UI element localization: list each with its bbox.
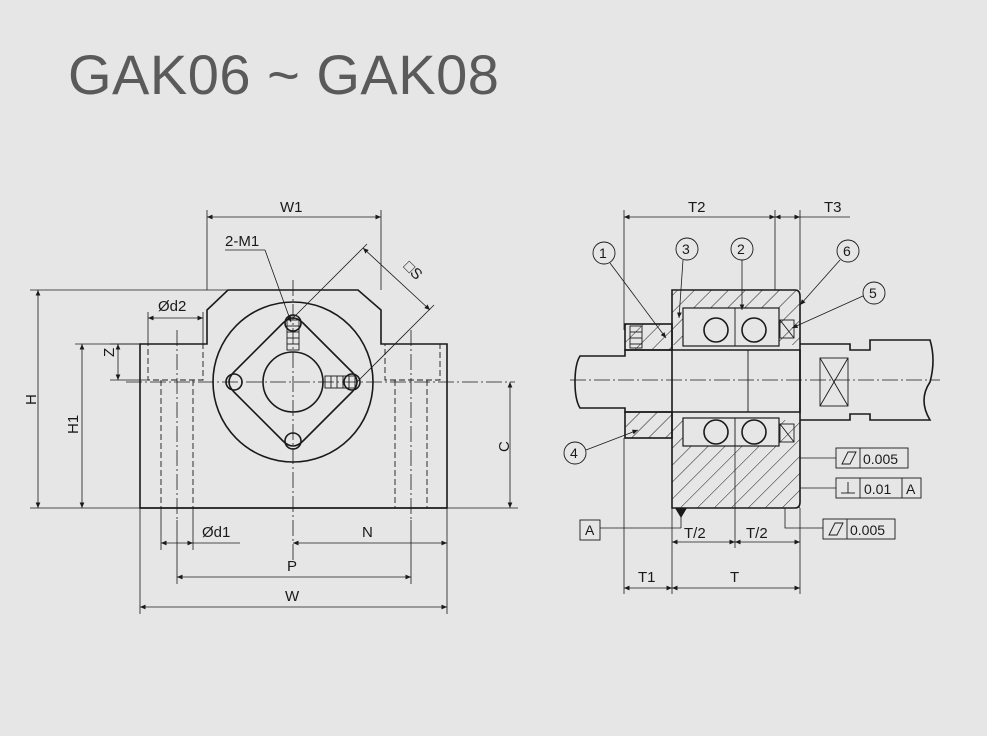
svg-text:0.01: 0.01: [864, 481, 891, 497]
balloon-2: 2: [730, 237, 754, 310]
svg-text:3: 3: [682, 241, 690, 257]
svg-text:1: 1: [599, 245, 607, 261]
dim-H1: H1: [65, 415, 82, 434]
front-view: W1 2-M1 □S Ød2 Z H H1 C: [23, 199, 518, 614]
datum-A: A: [579, 508, 687, 541]
dim-W1: W1: [280, 199, 303, 216]
dim-d2: Ød2: [158, 298, 186, 315]
dim-C: C: [496, 441, 513, 452]
housing-section: [671, 289, 801, 509]
page-title: GAK06 ~ GAK08: [68, 43, 500, 106]
dim-T2: T2: [688, 199, 706, 216]
balloon-4: 1: [592, 241, 667, 339]
dim-H: H: [23, 394, 40, 405]
dim-Z: Z: [101, 348, 118, 357]
dim-S: □S: [400, 258, 426, 284]
svg-text:5: 5: [869, 285, 877, 301]
svg-text:0.005: 0.005: [863, 451, 898, 467]
balloon-5: 5: [791, 281, 886, 329]
dim-T1: T1: [638, 569, 656, 586]
svg-text:0.005: 0.005: [850, 522, 885, 538]
balloon-6: 4: [563, 429, 639, 465]
dim-2-M1: 2-M1: [225, 233, 259, 250]
dim-T-half-left: T/2: [684, 525, 706, 542]
dim-d1: Ød1: [202, 524, 230, 541]
svg-text:A: A: [585, 522, 595, 538]
dim-T-half-right: T/2: [746, 525, 768, 542]
dim-T: T: [730, 569, 739, 586]
section-view: T2 T3 1 3 2 6 5: [563, 199, 940, 594]
perpendicularity-frame: 0.01 A: [800, 477, 922, 499]
dim-N: N: [362, 524, 373, 541]
dim-T3: T3: [824, 199, 842, 216]
dim-W: W: [285, 588, 300, 605]
flatness-frame-top: 0.005: [800, 447, 909, 469]
svg-text:6: 6: [843, 243, 851, 259]
housing-outline: [139, 289, 448, 509]
svg-text:A: A: [906, 481, 916, 497]
dim-P: P: [287, 558, 297, 575]
flatness-frame-bottom: 0.005: [784, 508, 896, 540]
svg-text:2: 2: [737, 241, 745, 257]
balloon-1: 6: [799, 239, 860, 306]
balloon-3: 3: [675, 237, 699, 319]
svg-text:4: 4: [570, 445, 578, 461]
shaft: [574, 349, 801, 413]
